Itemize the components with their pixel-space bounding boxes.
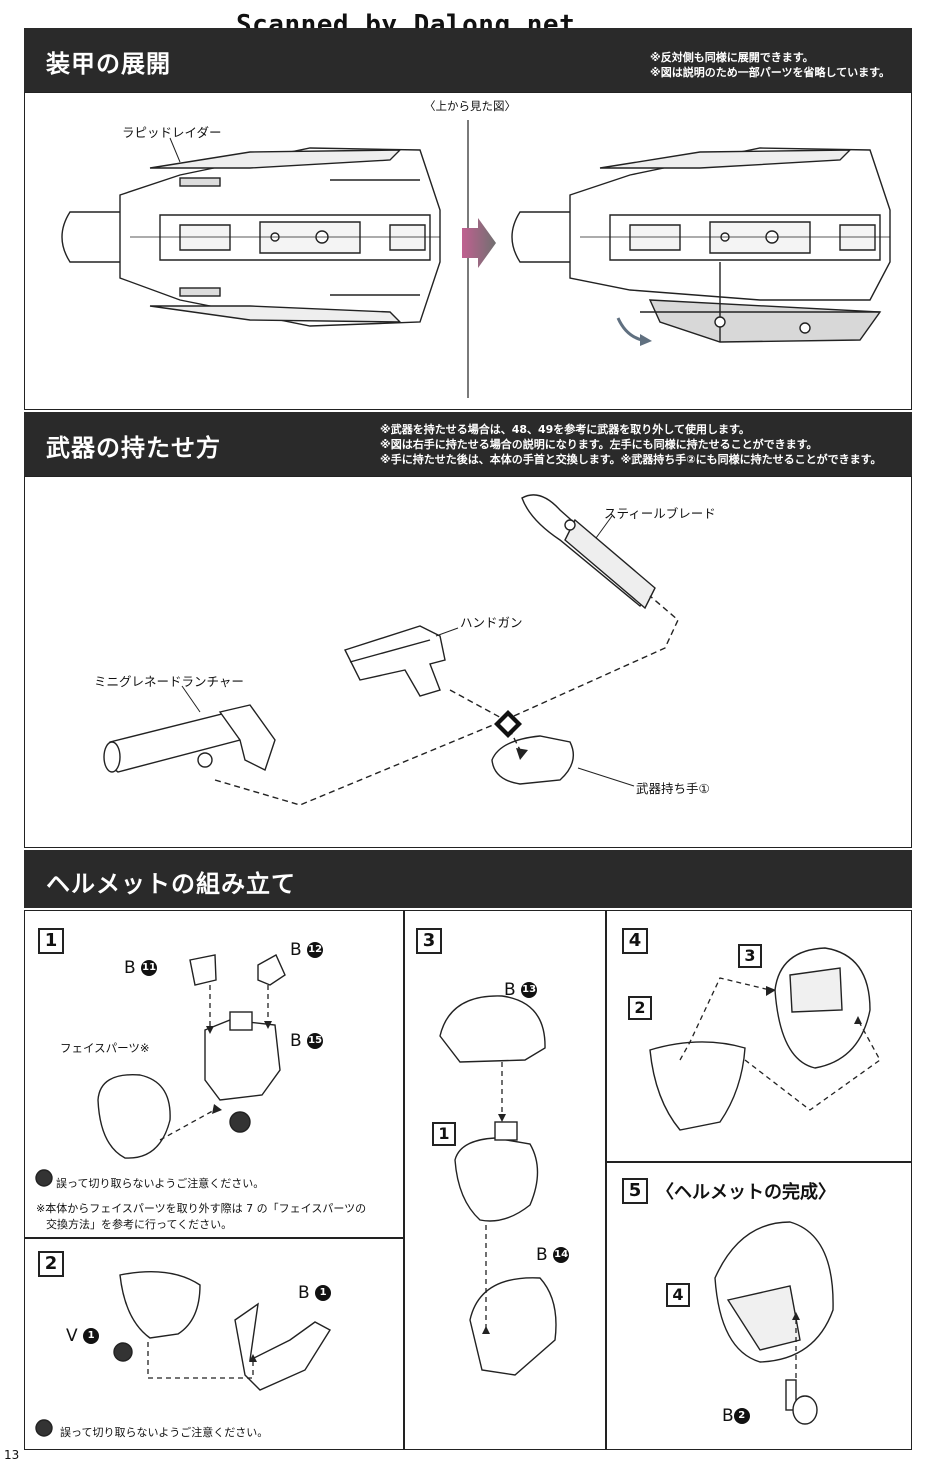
- part-b15: B 15: [290, 1031, 324, 1051]
- step1-note-line1: ※本体からフェイスパーツを取り外す際は 7 の「フェイスパーツの: [36, 1202, 367, 1215]
- helmet-section-title: ヘルメットの組み立て: [46, 870, 296, 898]
- rotate-arrowhead-icon: [640, 334, 652, 346]
- step-2-number: 2: [38, 1251, 64, 1277]
- step-5-title: 〈ヘルメットの完成〉: [656, 1182, 836, 1203]
- part-b11-shape: [189, 954, 217, 986]
- weapon-panel: [24, 476, 912, 848]
- step1-note-line2: 交換方法」を参考に行ってください。: [46, 1218, 233, 1231]
- handgun-label: ハンドガン: [460, 615, 523, 630]
- rapid-raider-label: ラピッドレイダー: [122, 125, 222, 140]
- weapon-section-header: 武器の持たせ方 ※武器を持たせる場合は、48、49を参考に武器を取り外して使用し…: [24, 412, 912, 476]
- visor-part-shape: [119, 1271, 201, 1339]
- step1-caution-text: 誤って切り取らないようご注意ください。: [56, 1177, 265, 1190]
- part-b13: B 13: [504, 980, 538, 1000]
- weapon-note-1: ※武器を持たせる場合は、48、49を参考に武器を取り外して使用します。: [380, 423, 750, 436]
- page-number: 13: [4, 1448, 20, 1462]
- helmet-top-shape: [439, 995, 546, 1063]
- step-1-number: 1: [38, 928, 64, 954]
- face-part-label: フェイスパーツ※: [60, 1041, 150, 1055]
- craft-after: [511, 147, 891, 343]
- armor-section-header: 装甲の展開 ※反対側も同様に展開できます。 ※図は説明のため一部パーツを省略して…: [24, 28, 912, 92]
- helmet-section-header: ヘルメットの組み立て: [24, 850, 912, 908]
- weapon-note-3: ※手に持たせた後は、本体の手首と交換します。※武器持ち手②にも同様に持たせること…: [380, 453, 882, 466]
- face-part-shape: [97, 1074, 171, 1159]
- armor-note-1: ※反対側も同様に展開できます。: [650, 51, 814, 64]
- part-b12: B 12: [290, 940, 324, 960]
- rotate-arrow-icon: [616, 317, 643, 342]
- steel-blade-label: スティールブレード: [604, 506, 716, 521]
- grenade-launcher-label: ミニグレネードランチャー: [94, 674, 244, 689]
- step5-ref-4: 4: [666, 1283, 690, 1307]
- weapon-hand-label: 武器持ち手①: [636, 781, 710, 796]
- part-b11: B 11: [124, 958, 158, 978]
- step-5-number: 5: [622, 1178, 648, 1204]
- grenade-launcher: [103, 685, 276, 773]
- top-view-label: 〈上から見た図〉: [424, 99, 516, 113]
- helmet-step2-panel: [24, 1238, 404, 1450]
- helmet-back-shape: [469, 1277, 557, 1376]
- step3-ref-1: 1: [432, 1122, 456, 1146]
- step4-ref-2: 2: [628, 996, 652, 1020]
- step4-ref-3: 3: [738, 944, 762, 968]
- transition-arrow-icon: [462, 218, 496, 268]
- helmet-body-shape: [204, 1019, 281, 1101]
- steel-blade: [521, 494, 656, 610]
- part-b1: B 1: [298, 1283, 332, 1303]
- step-3-number: 3: [416, 928, 442, 954]
- step2-caution-text: 誤って切り取らないようご注意ください。: [60, 1426, 269, 1439]
- weapon-section-notes: ※武器を持たせる場合は、48、49を参考に武器を取り外して使用します。 ※図は右…: [380, 422, 882, 467]
- junction-icon: [494, 710, 522, 738]
- armor-note-2: ※図は説明のため一部パーツを省略しています。: [650, 66, 891, 79]
- part-b14: B 14: [536, 1245, 570, 1265]
- part-b12-shape: [257, 954, 286, 986]
- part-v1: V 1: [66, 1326, 100, 1346]
- visor-assembly-shape: [649, 1041, 746, 1131]
- handgun: [344, 625, 446, 697]
- weapon-hand: [491, 735, 635, 787]
- chin-part-shape: [234, 1302, 331, 1391]
- armor-section-notes: ※反対側も同様に展開できます。 ※図は説明のため一部パーツを省略しています。: [650, 50, 890, 80]
- craft-before: [61, 147, 441, 327]
- weapon-note-2: ※図は右手に持たせる場合の説明になります。左手にも同様に持たせることができます。: [380, 438, 818, 451]
- armor-section-title: 装甲の展開: [46, 50, 171, 78]
- head-assembly-shape: [454, 1137, 539, 1222]
- weapon-section-title: 武器の持たせ方: [46, 434, 221, 462]
- step-4-number: 4: [622, 928, 648, 954]
